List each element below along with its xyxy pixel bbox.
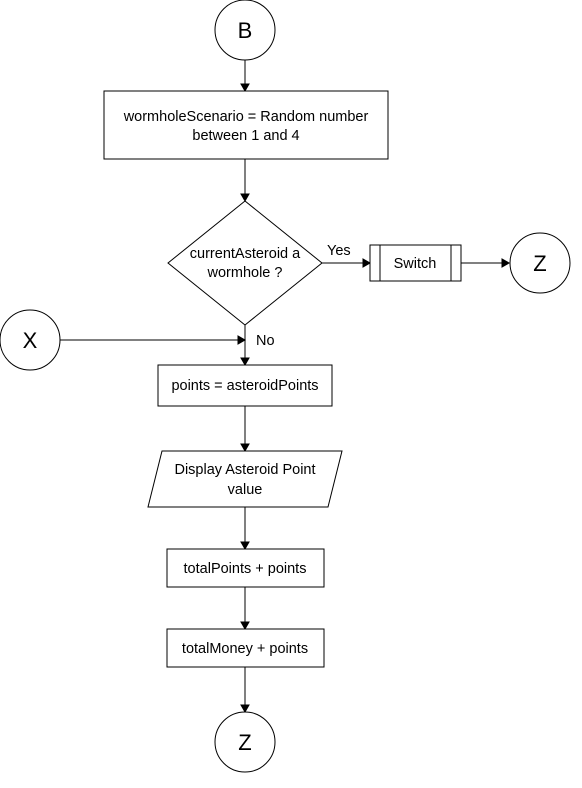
arrowhead bbox=[237, 335, 247, 345]
subroutine-switch: Switch bbox=[369, 244, 462, 282]
connector-x: X bbox=[0, 309, 61, 371]
process-points-label: points = asteroidPoints bbox=[171, 378, 318, 394]
arrowhead bbox=[240, 704, 250, 714]
edge-label-yes: Yes bbox=[327, 243, 351, 259]
arrowhead bbox=[501, 258, 511, 268]
process-wormhole-scenario-line2: between 1 and 4 bbox=[192, 128, 299, 144]
decision-wormhole: currentAsteroid a wormhole ? bbox=[167, 200, 323, 326]
arrowhead bbox=[240, 541, 250, 551]
arrowhead bbox=[240, 83, 250, 93]
subroutine-switch-label: Switch bbox=[394, 256, 437, 272]
connector-b: B bbox=[214, 0, 276, 61]
arrowhead bbox=[240, 357, 250, 367]
arrowhead bbox=[240, 193, 250, 203]
process-points: points = asteroidPoints bbox=[157, 364, 333, 407]
connector-x-label: X bbox=[23, 328, 38, 353]
process-total-points: totalPoints + points bbox=[166, 548, 325, 588]
process-total-points-label: totalPoints + points bbox=[184, 561, 307, 577]
edge-label-no: No bbox=[256, 333, 275, 349]
edges bbox=[60, 60, 511, 714]
decision-wormhole-line2: wormhole ? bbox=[207, 265, 283, 281]
connector-b-label: B bbox=[238, 18, 253, 43]
process-total-money: totalMoney + points bbox=[166, 628, 325, 668]
io-display-line2: value bbox=[228, 482, 263, 498]
io-display-asteroid-point: Display Asteroid Point value bbox=[147, 450, 343, 508]
process-total-money-label: totalMoney + points bbox=[182, 641, 308, 657]
arrowhead bbox=[240, 443, 250, 453]
process-wormhole-scenario-line1: wormholeScenario = Random number bbox=[123, 109, 369, 125]
process-wormhole-scenario: wormholeScenario = Random number between… bbox=[103, 90, 389, 160]
connector-z-bottom: Z bbox=[214, 711, 276, 773]
connector-z-right-label: Z bbox=[533, 251, 546, 276]
io-display-line1: Display Asteroid Point bbox=[174, 462, 315, 478]
connector-z-bottom-label: Z bbox=[238, 730, 251, 755]
arrowhead bbox=[362, 258, 372, 268]
connector-z-right: Z bbox=[509, 232, 571, 294]
arrowhead bbox=[240, 621, 250, 631]
decision-wormhole-line1: currentAsteroid a bbox=[190, 246, 301, 262]
